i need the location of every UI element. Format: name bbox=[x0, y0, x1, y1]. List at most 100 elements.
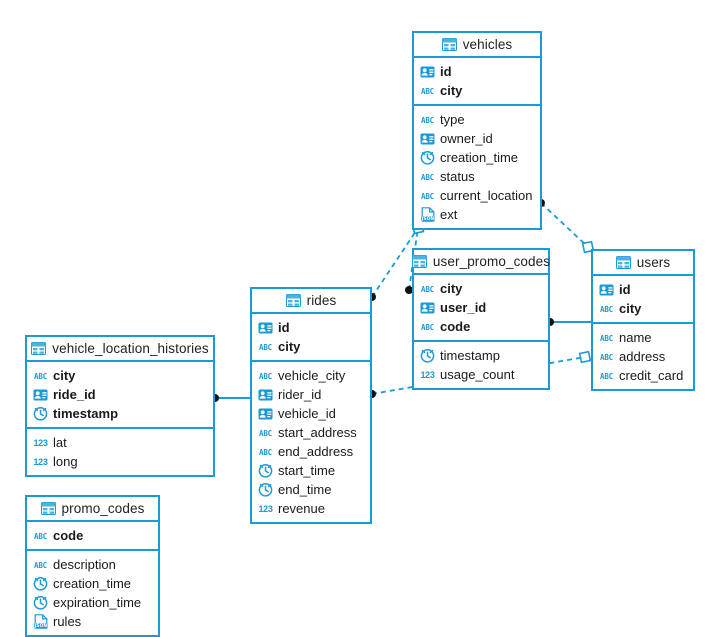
table-header-vehicles[interactable]: vehicles bbox=[414, 33, 540, 58]
field-row-vehicles-creation_time[interactable]: creation_time bbox=[414, 148, 540, 167]
table-title: vehicle_location_histories bbox=[52, 341, 209, 356]
field-label: creation_time bbox=[440, 150, 519, 165]
field-label: timestamp bbox=[440, 348, 500, 363]
relationship-rel-user-promo-codes-users[interactable] bbox=[546, 318, 591, 326]
field-row-promo_codes-creation_time[interactable]: creation_time bbox=[27, 574, 158, 593]
uuid-icon bbox=[420, 64, 435, 79]
field-row-rides-start_time[interactable]: start_time bbox=[252, 461, 370, 480]
field-row-rides-vehicle_id[interactable]: vehicle_id bbox=[252, 404, 370, 423]
uuid-icon bbox=[420, 300, 435, 315]
json-icon: JSON bbox=[420, 207, 435, 222]
string-icon: ABC bbox=[600, 371, 613, 381]
relationship-rel-rides-vehicle-location-histories[interactable] bbox=[211, 394, 250, 402]
field-label: ext bbox=[440, 207, 458, 222]
string-icon: ABC bbox=[421, 172, 434, 182]
table-header-vehicle_location_histories[interactable]: vehicle_location_histories bbox=[27, 337, 213, 362]
string-icon: ABC bbox=[259, 342, 272, 352]
string-icon: ABC bbox=[600, 352, 613, 362]
field-row-user_promo_codes-user_id[interactable]: user_id bbox=[414, 298, 548, 317]
relationship-one-marker bbox=[578, 350, 592, 364]
field-row-vehicles-id[interactable]: id bbox=[414, 62, 540, 81]
timestamp-icon bbox=[33, 595, 48, 610]
timestamp-icon bbox=[33, 576, 48, 591]
field-row-rides-rider_id[interactable]: rider_id bbox=[252, 385, 370, 404]
field-row-vehicle_location_histories-ride_id[interactable]: ride_id bbox=[27, 385, 213, 404]
field-label: rider_id bbox=[278, 387, 322, 402]
field-label: description bbox=[53, 557, 116, 572]
uuid-icon bbox=[258, 406, 273, 421]
field-row-rides-end_time[interactable]: end_time bbox=[252, 480, 370, 499]
json-icon: JSON bbox=[33, 614, 48, 629]
timestamp-icon bbox=[420, 348, 435, 363]
field-row-vehicles-ext[interactable]: JSON ext bbox=[414, 205, 540, 224]
field-row-promo_codes-expiration_time[interactable]: expiration_time bbox=[27, 593, 158, 612]
field-row-vehicle_location_histories-timestamp[interactable]: timestamp bbox=[27, 404, 213, 423]
table-header-user_promo_codes[interactable]: user_promo_codes bbox=[411, 250, 551, 275]
table-header-promo_codes[interactable]: promo_codes bbox=[27, 497, 158, 522]
string-icon: ABC bbox=[259, 371, 272, 381]
field-label: timestamp bbox=[53, 406, 119, 421]
string-icon: ABC bbox=[421, 115, 434, 125]
relationship-rel-vehicles-users[interactable] bbox=[537, 199, 595, 254]
field-label: expiration_time bbox=[53, 595, 142, 610]
svg-text:JSON: JSON bbox=[420, 216, 434, 222]
field-label: city bbox=[53, 368, 76, 383]
field-row-rides-id[interactable]: id bbox=[252, 318, 370, 337]
timestamp-icon bbox=[258, 463, 273, 478]
timestamp-icon bbox=[258, 482, 273, 497]
uuid-icon bbox=[258, 320, 273, 335]
field-row-vehicles-owner_id[interactable]: owner_id bbox=[414, 129, 540, 148]
field-row-promo_codes-rules[interactable]: JSON rules bbox=[27, 612, 158, 631]
number-icon: 123 bbox=[420, 370, 435, 380]
timestamp-icon bbox=[33, 406, 48, 421]
string-icon: ABC bbox=[34, 531, 47, 541]
table-header-rides[interactable]: rides bbox=[252, 289, 370, 314]
svg-text:JSON: JSON bbox=[33, 623, 47, 629]
string-icon: ABC bbox=[421, 191, 434, 201]
field-row-users-id[interactable]: id bbox=[593, 280, 693, 299]
table-title: user_promo_codes bbox=[432, 254, 551, 269]
table-header-users[interactable]: users bbox=[593, 251, 693, 276]
relationship-line bbox=[540, 202, 589, 248]
string-icon: ABC bbox=[259, 447, 272, 457]
table-title: rides bbox=[306, 293, 337, 308]
field-label: id bbox=[440, 64, 452, 79]
field-row-user_promo_codes-timestamp[interactable]: timestamp bbox=[414, 346, 548, 365]
field-label: id bbox=[619, 282, 631, 297]
table-title: vehicles bbox=[462, 37, 513, 52]
